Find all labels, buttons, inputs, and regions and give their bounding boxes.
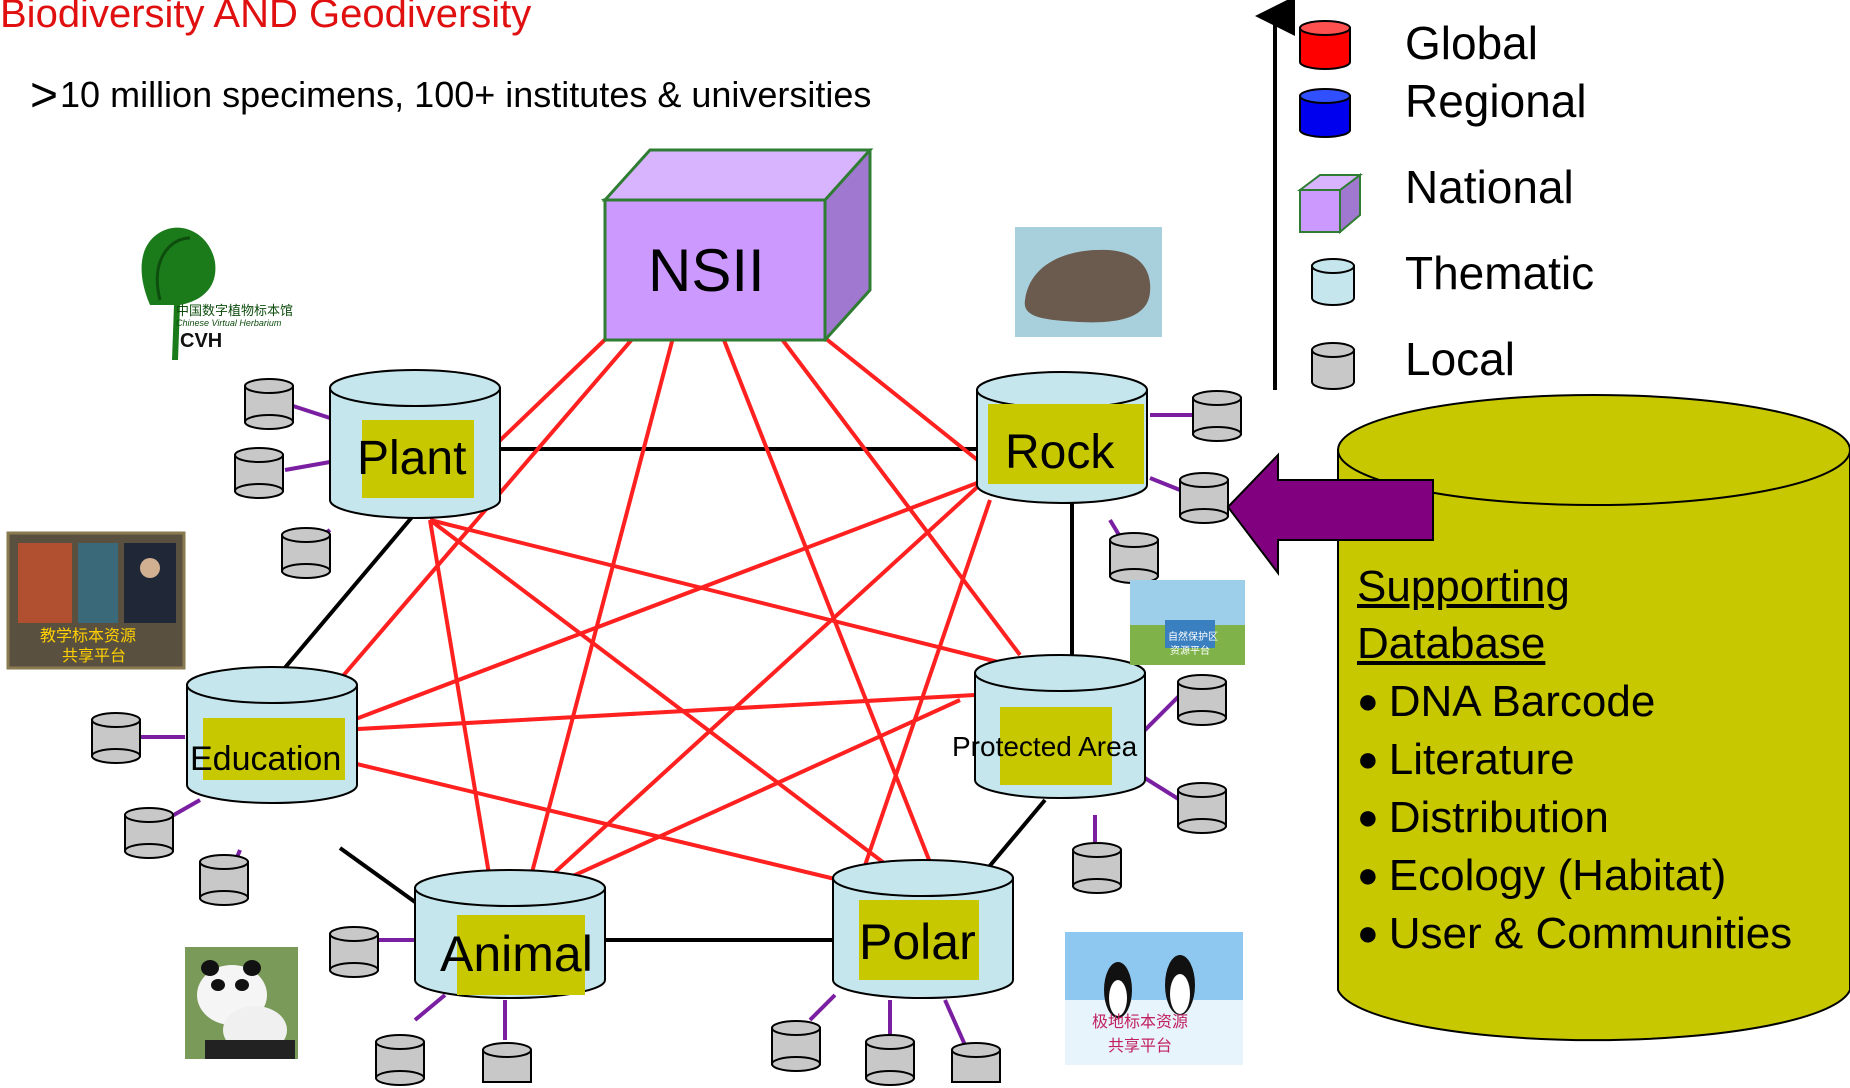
polar-photo-text-1: 极地标本资源 (1092, 1012, 1189, 1031)
education-photo-text-2: 共享平台 (62, 646, 127, 665)
nsii-cube (600, 148, 874, 342)
legend-national-label: National (1405, 161, 1574, 213)
supporting-item: Literature (1357, 730, 1792, 788)
supporting-heading-1: Supporting (1357, 562, 1570, 611)
education-label: Education (190, 740, 342, 778)
polar-label: Polar (859, 914, 976, 970)
protected-area-label: Protected Area (952, 731, 1138, 762)
protected-area-photo (1130, 580, 1245, 665)
protected-area-label-highlight (1000, 707, 1112, 785)
plant-label-highlight (362, 420, 474, 498)
polar-label-highlight (859, 900, 979, 980)
supporting-item: User & Communities (1357, 904, 1792, 962)
protected-photo-text-2: 资源平台 (1170, 646, 1210, 657)
cvh-chinese-text: 中国数字植物标本馆 (176, 304, 294, 319)
legend-regional-label: Regional (1405, 75, 1587, 127)
education-photo-text-1: 教学标本资源 (40, 626, 137, 645)
animal-label: Animal (440, 926, 593, 982)
polar-photo-text-2: 共享平台 (1108, 1036, 1173, 1055)
hub-label: NSII (648, 237, 765, 304)
panda-photo (185, 947, 298, 1059)
supporting-item: Distribution (1357, 788, 1792, 846)
supporting-heading-2: Database (1357, 619, 1546, 668)
cvh-logo-icon (141, 227, 216, 360)
page-subtitle: >10 million specimens, 100+ institutes &… (30, 68, 871, 123)
education-photo (6, 531, 186, 670)
legend-global-label: Global (1405, 17, 1538, 69)
subtitle-text: 10 million specimens, 100+ institutes & … (60, 74, 872, 115)
rock-label: Rock (1005, 426, 1115, 479)
supporting-item: DNA Barcode (1357, 672, 1792, 730)
local-cylinders (91, 378, 1242, 1086)
plant-label: Plant (357, 432, 467, 485)
cvh-abbr-text: CVH (180, 330, 223, 352)
polar-photo (1065, 932, 1243, 1065)
cvh-english-text: Chinese Virtual Herbarium (176, 318, 282, 328)
rock-label-highlight (988, 404, 1144, 484)
education-label-highlight (203, 718, 345, 780)
black-links (281, 447, 1074, 942)
page-title: Biodiversity AND Geodiversity (0, 0, 532, 36)
red-links (316, 328, 1022, 902)
legend-thematic-icon (1311, 258, 1355, 306)
supporting-item: Ecology (Habitat) (1357, 846, 1792, 904)
legend-local-icon (1311, 342, 1355, 390)
supporting-arrow (1226, 452, 1434, 576)
legend-national-icon (1297, 173, 1363, 235)
animal-label-highlight (457, 915, 585, 995)
protected-photo-text-1: 自然保护区 (1168, 632, 1218, 643)
supporting-database-text: Supporting Database DNA Barcode Literatu… (1357, 558, 1792, 962)
rock-photo (1015, 227, 1162, 337)
legend-icons (1297, 20, 1363, 390)
legend-regional-icon (1299, 88, 1351, 138)
legend-local-label: Local (1405, 333, 1515, 385)
legend-thematic-label: Thematic (1405, 247, 1595, 299)
greater-than-symbol: > (30, 69, 59, 122)
local-links (140, 403, 1195, 1046)
legend-global-icon (1299, 20, 1351, 70)
